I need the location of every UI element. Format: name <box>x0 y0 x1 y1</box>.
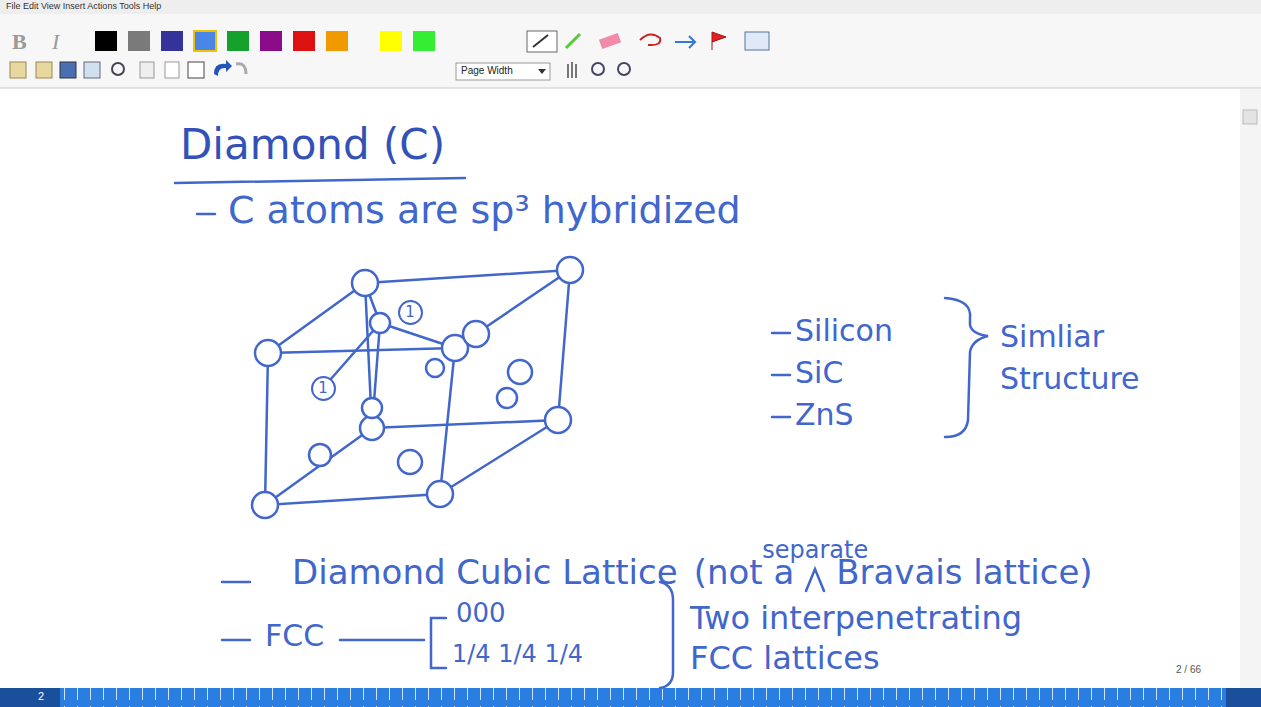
basis-position: 1/4 1/4 1/4 <box>452 640 583 669</box>
toolbar-icon <box>60 62 76 78</box>
pen-tool <box>527 31 557 52</box>
basis-position: 000 <box>456 598 506 629</box>
left-bracket <box>431 618 446 668</box>
atom <box>508 360 532 384</box>
bullet-dash <box>772 374 790 377</box>
bracket-note: Two interpenetrating FCC lattices <box>690 598 1090 678</box>
atom <box>545 407 571 433</box>
bullet-dash <box>222 639 250 642</box>
atom <box>398 450 422 474</box>
bullet-dash <box>222 581 250 584</box>
menu-bar <box>0 0 1261 14</box>
eraser-tool <box>599 33 621 49</box>
dropdown-arrow <box>538 69 546 74</box>
toolbar-icon <box>140 62 154 78</box>
pen-tool <box>533 35 548 47</box>
cube-back-edges <box>365 270 570 428</box>
toolbar-icon <box>10 62 26 78</box>
callout-number: 1 <box>318 381 328 396</box>
atom <box>309 444 331 466</box>
page-tab-number: 2 <box>38 690 44 703</box>
color-swatch <box>380 31 402 51</box>
scroll-thumb <box>1243 110 1257 124</box>
toolbar-icon <box>188 62 204 78</box>
cube-edge <box>265 428 372 505</box>
right-bracket <box>660 582 673 688</box>
material-name: SiC <box>795 355 843 391</box>
toolbar-icon <box>165 62 179 78</box>
color-swatch <box>326 31 348 51</box>
atom <box>360 416 384 440</box>
bullet-dash <box>772 416 790 419</box>
redo-icon <box>236 64 246 74</box>
color-swatch <box>227 31 249 51</box>
lattice-line: Diamond Cubic Lattice (not a Bravais latti… <box>292 552 1109 593</box>
circled-number: 1 <box>311 376 336 401</box>
pan-icon <box>568 62 576 78</box>
atom <box>463 321 489 347</box>
insertion-caret <box>804 563 826 593</box>
circled-number: 1 <box>398 300 423 325</box>
bullet-dash <box>197 213 215 216</box>
cube-edge <box>455 270 570 348</box>
color-swatch <box>293 31 315 51</box>
page-title: Diamond (C) <box>180 120 445 170</box>
toolbar <box>0 14 1261 88</box>
lasso-tool <box>640 34 660 45</box>
bullet-dash <box>772 332 790 335</box>
brace-note: Simliar Structure <box>1000 316 1215 400</box>
page-ticks <box>60 688 1226 707</box>
toolbar-icon <box>112 63 124 75</box>
toolbar-border <box>0 88 1261 89</box>
zoom-dropdown <box>456 63 550 80</box>
highlighter-tool <box>566 34 580 48</box>
bold-button: B <box>12 29 27 55</box>
title-underline <box>175 178 465 183</box>
lattice-note: (not a <box>694 552 795 593</box>
color-swatch <box>161 31 183 51</box>
italic-button: I <box>52 29 59 55</box>
atom <box>426 359 444 377</box>
color-swatch <box>194 31 216 51</box>
zoom-out-icon <box>618 63 630 75</box>
insertion-caret <box>806 569 824 591</box>
zoom-in-icon <box>592 63 604 75</box>
atom <box>427 481 453 507</box>
zoom-setting: Page Width <box>461 65 513 77</box>
cube-edge <box>440 420 558 494</box>
page-number: 2 / 66 <box>1176 664 1201 676</box>
lattice-name: FCC <box>265 618 324 654</box>
atom <box>557 257 583 283</box>
lattice-note: Diamond Cubic Lattice <box>292 552 678 593</box>
scrollbar <box>1240 89 1261 688</box>
atom <box>352 270 378 296</box>
insert-space-tool <box>675 36 695 48</box>
toolbar-icon <box>36 62 52 78</box>
atom <box>497 388 517 408</box>
curly-brace <box>945 298 988 437</box>
color-swatch <box>260 31 282 51</box>
color-swatch <box>95 31 117 51</box>
material-name: Silicon <box>795 313 893 349</box>
page-bar <box>0 688 1261 707</box>
atom <box>252 492 278 518</box>
atom <box>255 340 281 366</box>
material-name: ZnS <box>795 397 854 433</box>
atom <box>362 398 382 418</box>
callout-number: 1 <box>405 305 415 320</box>
note-line: C atoms are sp³ hybridized <box>228 188 741 234</box>
flag-tool <box>712 32 726 50</box>
color-swatch <box>413 31 435 51</box>
atom <box>370 313 390 333</box>
undo-icon <box>214 60 232 76</box>
shape-tool <box>745 32 769 50</box>
cube-edge <box>268 283 365 353</box>
lattice-note: Bravais lattice) <box>836 552 1092 593</box>
menu-bar-text: File Edit View Insert Actions Tools Help <box>6 1 161 12</box>
connector-dash <box>340 639 424 642</box>
toolbar-icon <box>84 62 100 78</box>
color-swatch <box>128 31 150 51</box>
